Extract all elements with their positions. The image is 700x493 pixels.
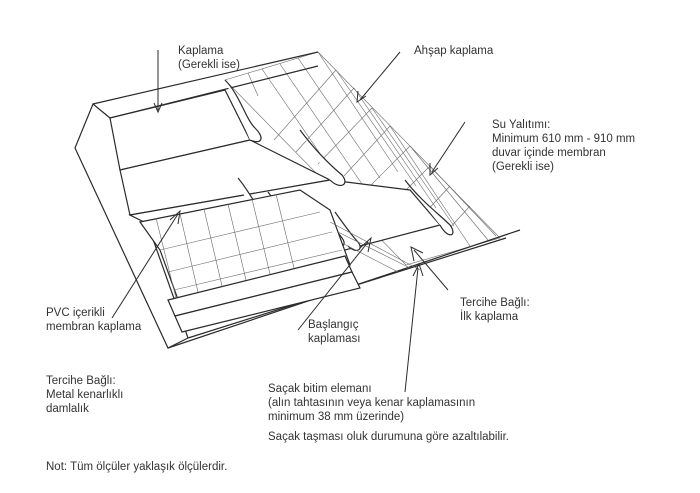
label-tercihe-bagli-metal: Tercihe Bağlı: Metal kenarlıklı damlalık [46, 374, 123, 416]
label-sacak-tasmasi-line1: Saçak taşması oluk durumuna göre azaltıl… [268, 430, 509, 444]
label-sacak-tasmasi: Saçak taşması oluk durumuna göre azaltıl… [268, 430, 509, 444]
label-kaplama-line1: Kaplama [178, 44, 240, 58]
label-ilk-line1: Tercihe Bağlı: [460, 296, 530, 310]
footnote-line1: Not: Tüm ölçüler yaklaşık ölçülerdir. [46, 460, 227, 474]
label-ahsap-line1: Ahşap kaplama [414, 44, 493, 58]
label-su-yalitimi: Su Yalıtımı: Minimum 610 mm - 910 mm duv… [492, 118, 635, 174]
label-sacak-line2: (alın tahtasının veya kenar kaplamasının [268, 396, 475, 410]
label-sacak-line1: Saçak bitim elemanı [268, 382, 475, 396]
label-baslangic-line1: Başlangıç [308, 318, 360, 332]
label-su-line2: Minimum 610 mm - 910 mm [492, 132, 635, 146]
label-ilk-line2: İlk kaplama [460, 310, 530, 324]
label-kaplama-line2: (Gerekli ise) [178, 58, 240, 72]
label-tercihe-bagli-ilk: Tercihe Bağlı: İlk kaplama [460, 296, 530, 324]
label-baslangic-kaplamasi: Başlangıç kaplaması [308, 318, 360, 346]
label-sacak-line3: minimum 38 mm üzerinde) [268, 410, 475, 424]
label-su-line4: (Gerekli ise) [492, 160, 635, 174]
label-sacak-bitim: Saçak bitim elemanı (alın tahtasının vey… [268, 382, 475, 424]
label-su-line3: duvar içinde membran [492, 146, 635, 160]
label-pvc-line2: membran kaplama [46, 320, 141, 334]
label-metal-line1: Tercihe Bağlı: [46, 374, 123, 388]
footnote: Not: Tüm ölçüler yaklaşık ölçülerdir. [46, 460, 227, 474]
label-kaplama: Kaplama (Gerekli ise) [178, 44, 240, 72]
label-pvc-membran: PVC içerikli membran kaplama [46, 306, 141, 334]
label-ahsap-kaplama: Ahşap kaplama [414, 44, 493, 58]
label-metal-line3: damlalık [46, 402, 123, 416]
label-pvc-line1: PVC içerikli [46, 306, 141, 320]
label-baslangic-line2: kaplaması [308, 332, 360, 346]
label-metal-line2: Metal kenarlıklı [46, 388, 123, 402]
label-su-line1: Su Yalıtımı: [492, 118, 635, 132]
